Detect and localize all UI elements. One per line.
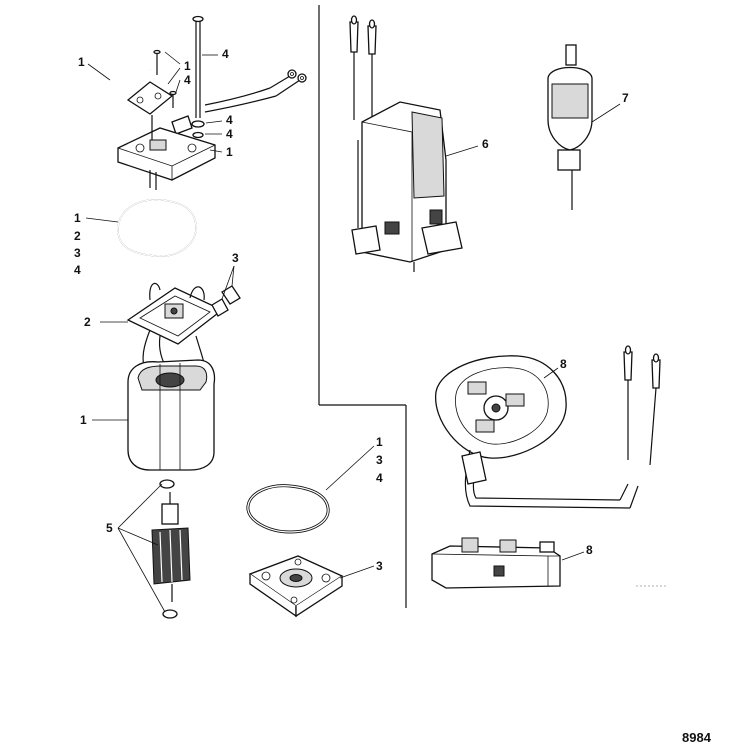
motor-frame xyxy=(92,359,216,471)
callout-1: 1 xyxy=(376,435,383,449)
callout-2: 2 xyxy=(84,315,91,329)
callout-4: 4 xyxy=(226,127,233,141)
callout-leaders-top xyxy=(87,51,223,153)
component-8-plate xyxy=(435,345,661,509)
callout-2: 2 xyxy=(74,229,81,243)
callout-4: 4 xyxy=(74,263,81,277)
lower-end-cap xyxy=(248,555,375,618)
callout-8: 8 xyxy=(586,543,593,557)
armature xyxy=(117,479,191,619)
callout-4: 4 xyxy=(184,73,191,87)
divider-lines xyxy=(318,5,407,608)
callout-1: 1 xyxy=(184,59,191,73)
callout-4: 4 xyxy=(222,47,229,61)
component-7 xyxy=(547,44,621,210)
gasket-upper xyxy=(85,199,197,257)
callout-1: 1 xyxy=(78,55,85,69)
callout-5: 5 xyxy=(106,521,113,535)
end-cap-assembly xyxy=(86,15,307,190)
terminal-sleeves xyxy=(211,265,241,317)
callout-4: 4 xyxy=(226,113,233,127)
figure-code: 8984 xyxy=(682,730,712,745)
callout-1: 1 xyxy=(74,211,81,225)
callout-3: 3 xyxy=(74,246,81,260)
callout-6: 6 xyxy=(482,137,489,151)
pump-motor-assembly xyxy=(349,15,479,272)
callout-7: 7 xyxy=(622,91,629,105)
callout-1: 1 xyxy=(80,413,87,427)
callout-1: 1 xyxy=(226,145,233,159)
callout-8: 8 xyxy=(560,357,567,371)
brush-plate xyxy=(100,282,224,373)
callout-4: 4 xyxy=(376,471,383,485)
callout-3: 3 xyxy=(232,251,239,265)
callout-3: 3 xyxy=(376,453,383,467)
gasket-lower xyxy=(246,445,375,534)
callout-3: 3 xyxy=(376,559,383,573)
component-8-block xyxy=(431,537,585,589)
